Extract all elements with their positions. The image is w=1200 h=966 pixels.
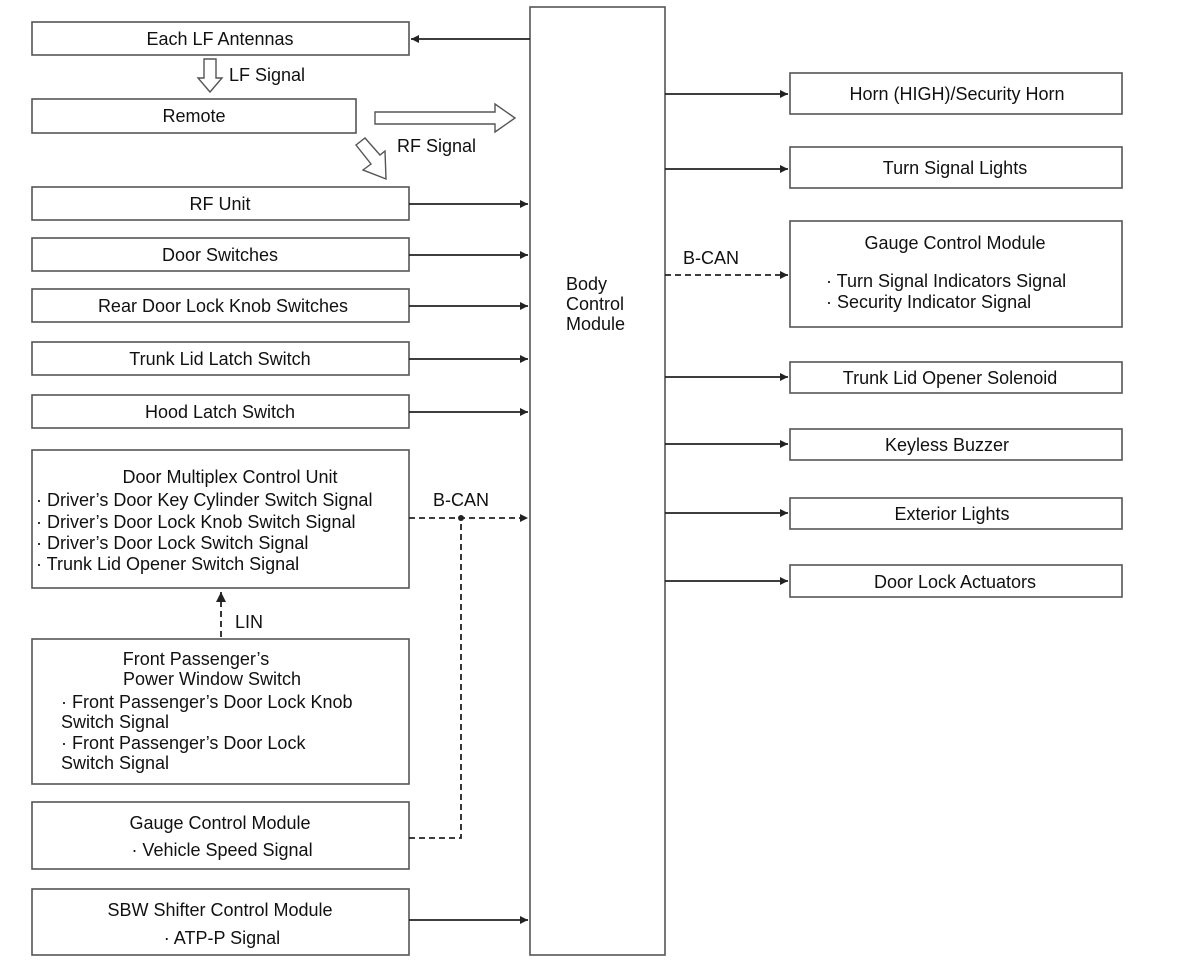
- fppws-item-2b: Switch Signal: [61, 753, 169, 773]
- gauge-input-item: · Vehicle Speed Signal: [131, 840, 312, 860]
- horn-label: Horn (HIGH)/Security Horn: [849, 84, 1064, 104]
- lf-antennas-block: Each LF Antennas: [31, 21, 410, 56]
- dmcu-item: · Driver’s Door Key Cylinder Switch Sign…: [36, 490, 372, 510]
- dmcu-item: · Driver’s Door Lock Switch Signal: [36, 533, 308, 553]
- remote-label: Remote: [162, 106, 225, 126]
- gauge-input-title: Gauge Control Module: [129, 813, 310, 833]
- gauge-output-title: Gauge Control Module: [864, 233, 1045, 253]
- lin-label: LIN: [235, 612, 263, 632]
- dmcu-title: Door Multiplex Control Unit: [122, 467, 337, 487]
- sbw-item: · ATP-P Signal: [164, 928, 280, 948]
- rf-unit-label: RF Unit: [189, 194, 250, 214]
- body-control-module: Body Control Module: [529, 6, 666, 956]
- door-lock-actuators-block: Door Lock Actuators: [789, 564, 1123, 598]
- gauge-control-module-input-block: Gauge Control Module · Vehicle Speed Sig…: [31, 801, 410, 870]
- bcm-label-2: Control: [566, 294, 624, 314]
- dmcu-item: · Trunk Lid Opener Switch Signal: [36, 554, 299, 574]
- keyless-buzzer-label: Keyless Buzzer: [885, 435, 1009, 455]
- trunk-solenoid-label: Trunk Lid Opener Solenoid: [843, 368, 1057, 388]
- fppws-item-2a: · Front Passenger’s Door Lock: [61, 733, 306, 753]
- rear-door-knob-label: Rear Door Lock Knob Switches: [98, 296, 348, 316]
- rf-signal-arrow-to-rf-unit: [355, 137, 387, 181]
- hood-latch-label: Hood Latch Switch: [145, 402, 295, 422]
- turn-signal-lights-block: Turn Signal Lights: [789, 146, 1123, 189]
- keyless-buzzer-block: Keyless Buzzer: [789, 428, 1123, 461]
- dmcu-item: · Driver’s Door Lock Knob Switch Signal: [36, 512, 355, 532]
- rf-signal-label: RF Signal: [397, 136, 476, 156]
- lf-antennas-label: Each LF Antennas: [146, 29, 293, 49]
- front-passenger-window-switch-block: Front Passenger’s Power Window Switch · …: [31, 638, 410, 785]
- door-multiplex-control-unit-block: Door Multiplex Control Unit · Driver’s D…: [31, 449, 410, 589]
- door-switches-block: Door Switches: [31, 237, 410, 272]
- gauge-output-item: · Turn Signal Indicators Signal: [826, 271, 1066, 291]
- door-switches-label: Door Switches: [162, 245, 278, 265]
- rear-door-knob-block: Rear Door Lock Knob Switches: [31, 288, 410, 323]
- bcan-input-label: B-CAN: [433, 490, 489, 510]
- trunk-latch-label: Trunk Lid Latch Switch: [129, 349, 310, 369]
- remote-block: Remote: [31, 98, 357, 134]
- fppws-title-1: Front Passenger’s: [123, 649, 269, 669]
- rf-signal-arrow-to-bcm: [374, 102, 517, 134]
- rf-unit-block: RF Unit: [31, 186, 410, 221]
- gauge-control-module-output-block: Gauge Control Module · Turn Signal Indic…: [789, 220, 1123, 328]
- bcm-label-3: Module: [566, 314, 625, 334]
- fppws-item-1b: Switch Signal: [61, 712, 169, 732]
- exterior-lights-label: Exterior Lights: [894, 504, 1009, 524]
- fppws-item-1a: · Front Passenger’s Door Lock Knob: [61, 692, 352, 712]
- bcm-label-1: Body: [566, 274, 607, 294]
- exterior-lights-block: Exterior Lights: [789, 497, 1123, 530]
- trunk-latch-block: Trunk Lid Latch Switch: [31, 341, 410, 376]
- bcan-output-label: B-CAN: [683, 248, 739, 268]
- trunk-lid-opener-solenoid-block: Trunk Lid Opener Solenoid: [789, 361, 1123, 394]
- bcan-gauge-to-junction: [409, 518, 462, 839]
- gauge-output-item: · Security Indicator Signal: [826, 292, 1031, 312]
- lf-signal-arrow: [196, 58, 224, 94]
- hood-latch-block: Hood Latch Switch: [31, 394, 410, 429]
- turn-signal-lights-label: Turn Signal Lights: [883, 158, 1027, 178]
- sbw-title: SBW Shifter Control Module: [107, 900, 332, 920]
- lf-signal-label: LF Signal: [229, 65, 305, 85]
- door-lock-actuators-label: Door Lock Actuators: [874, 572, 1036, 592]
- sbw-shifter-block: SBW Shifter Control Module · ATP-P Signa…: [31, 888, 410, 956]
- horn-block: Horn (HIGH)/Security Horn: [789, 72, 1123, 115]
- fppws-title-2: Power Window Switch: [123, 669, 301, 689]
